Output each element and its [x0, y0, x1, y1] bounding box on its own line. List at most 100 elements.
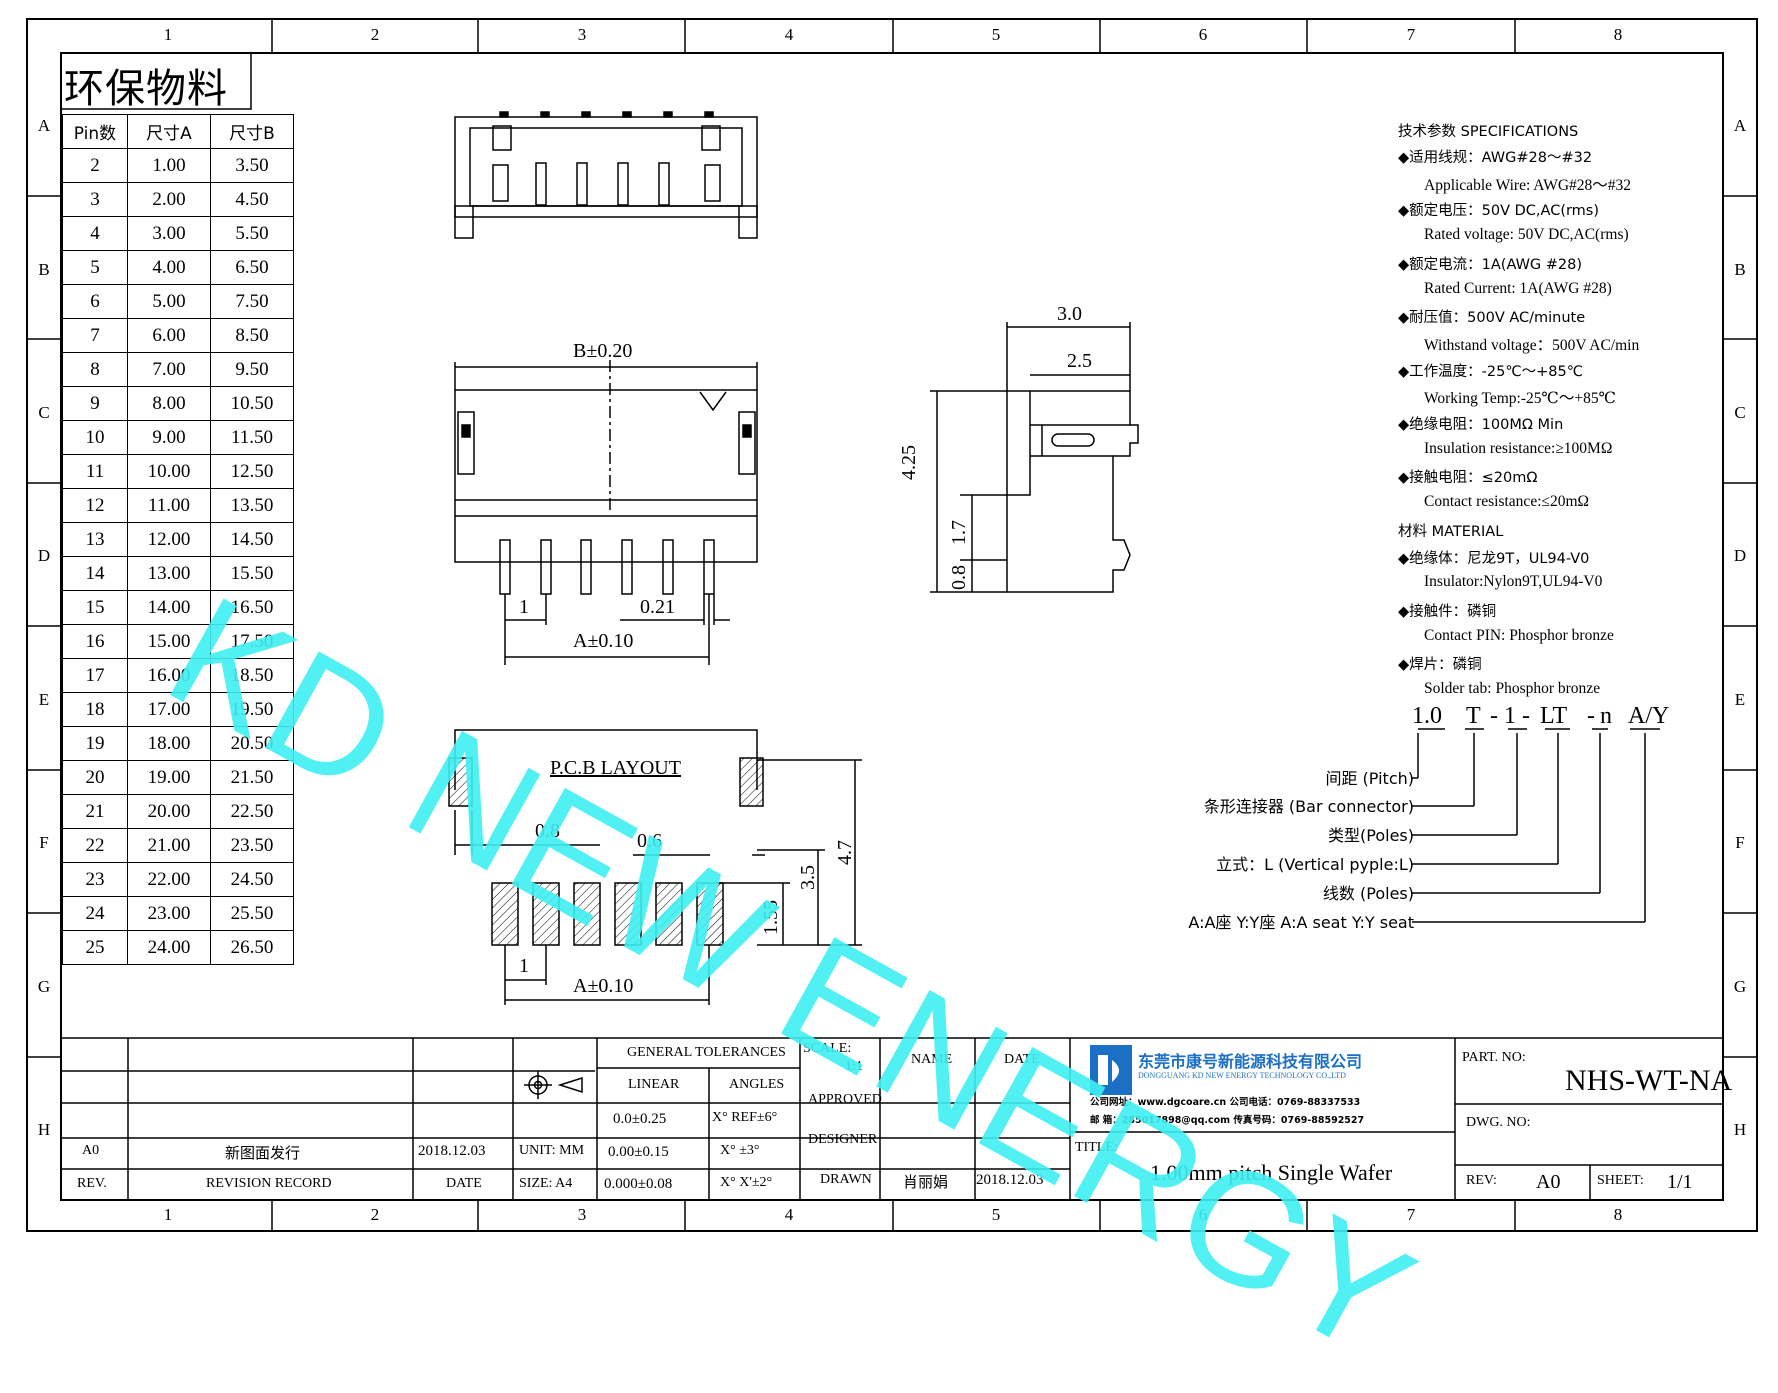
- company-contact-1: 公司网址：www.dgcoare.cn 公司电话：0769-88337533: [1090, 1097, 1361, 1108]
- spec-line: Rated voltage: 50V DC,AC(rms): [1424, 226, 1629, 244]
- dim-b-cell: 24.50: [210, 862, 294, 897]
- dim-a-cell: 12.00: [127, 522, 211, 557]
- dim-a-cell: 23.00: [127, 896, 211, 931]
- zone-row-a-left: A: [37, 116, 51, 135]
- dim-a-cell: 16.00: [127, 658, 211, 693]
- drawn-label: DRAWN: [820, 1172, 872, 1187]
- rev-label: REV.: [77, 1176, 107, 1191]
- side-dim-1-7: 1.7: [948, 520, 970, 545]
- part-code-segment: -: [1490, 703, 1498, 729]
- part-code-legend-item: 条形连接器 (Bar connector): [1203, 797, 1414, 816]
- tol-angle-3: X° X'±2°: [720, 1175, 773, 1190]
- pcb-dim-a: A±0.10: [573, 975, 634, 997]
- dim-a-cell: 22.00: [127, 862, 211, 897]
- zone-col-8-top: 8: [1613, 25, 1623, 44]
- zone-row-f-right: F: [1735, 833, 1745, 852]
- zone-col-8-bottom: 8: [1613, 1205, 1623, 1224]
- dim-a-cell: 1.00: [127, 148, 211, 183]
- side-dim-3-0: 3.0: [1057, 303, 1082, 325]
- dim-a-cell: 9.00: [127, 420, 211, 455]
- dim-a-cell: 14.00: [127, 590, 211, 625]
- pin-count-cell: 11: [62, 454, 128, 489]
- part-code-segment: A/Y: [1628, 703, 1670, 729]
- drawing-title: 1.00mm pitch Single Wafer: [1150, 1160, 1393, 1185]
- tol-linear-1: 0.0±0.25: [613, 1111, 667, 1127]
- zone-row-e-right: E: [1734, 690, 1746, 709]
- zone-col-3-bottom: 3: [577, 1205, 587, 1224]
- spec-line: ◆绝缘电阻：100MΩ Min: [1398, 417, 1564, 433]
- spec-line: Contact PIN: Phosphor bronze: [1424, 626, 1614, 644]
- row-ticks: [27, 195, 1757, 1058]
- linear-label: LINEAR: [628, 1077, 680, 1092]
- spec-line: ◆接触件：磷铜: [1398, 603, 1497, 620]
- dim-b-cell: 23.50: [210, 828, 294, 863]
- dim-b-cell: 19.50: [210, 692, 294, 727]
- part-code-leaders: [1412, 728, 1660, 923]
- unit: UNIT: MM: [519, 1143, 585, 1158]
- pin-count-header: Pin数: [62, 114, 128, 149]
- drawing-sheet: 1 2 3 4 5 6 7 8 1 2 3 4 5 6 7 8 A B C D …: [26, 18, 1758, 1390]
- pin-count-cell: 14: [62, 556, 128, 591]
- dim-a-cell: 5.00: [127, 284, 211, 319]
- part-code-legend-item: 线数 (Poles): [1322, 884, 1414, 903]
- top-view: [454, 111, 758, 239]
- spec-line: Rated Current: 1A(AWG #28): [1424, 279, 1612, 297]
- pin-count-cell: 21: [62, 794, 128, 829]
- pin-count-cell: 2: [62, 148, 128, 183]
- dim-a-cell: 10.00: [127, 454, 211, 489]
- spec-line: ◆绝缘体：尼龙9T，UL94-V0: [1398, 550, 1590, 567]
- pin-count-cell: 23: [62, 862, 128, 897]
- dim-a-cell: 11.00: [127, 488, 211, 523]
- rev-code: A0: [82, 1143, 100, 1158]
- dim-a-cell: 3.00: [127, 216, 211, 251]
- dim-b-cell: 21.50: [210, 760, 294, 795]
- dim-b-cell: 22.50: [210, 794, 294, 829]
- dim-b-cell: 20.50: [210, 726, 294, 761]
- dim-a-cell: 24.00: [127, 930, 211, 965]
- zone-col-3-top: 3: [577, 25, 587, 44]
- date-col-label: DATE: [1004, 1052, 1040, 1067]
- company-name-en: DONGGUANG KD NEW ENERGY TECHNOLOGY CO.,L…: [1138, 1071, 1346, 1080]
- spec-line: Contact resistance:≤20mΩ: [1424, 493, 1590, 511]
- spec-line: ◆耐压值：500V AC/minute: [1398, 310, 1586, 327]
- drawing-canvas: [26, 18, 1758, 1232]
- dim-b-cell: 7.50: [210, 284, 294, 319]
- projection-symbol-icon: [524, 1071, 583, 1099]
- dim-b-cell: 16.50: [210, 590, 294, 625]
- pin-count-cell: 8: [62, 352, 128, 387]
- pin-count-cell: 10: [62, 420, 128, 455]
- dim-b-cell: 8.50: [210, 318, 294, 353]
- zone-row-g-left: G: [37, 977, 51, 996]
- part-code-segment: -: [1522, 703, 1530, 729]
- general-tolerances: GENERAL TOLERANCES: [627, 1045, 786, 1060]
- rev-record: 新图面发行: [225, 1144, 301, 1162]
- zone-col-1-top: 1: [163, 25, 173, 44]
- front-view: [454, 360, 758, 665]
- part-no-label: PART. NO:: [1462, 1050, 1526, 1065]
- pin-count-cell: 13: [62, 522, 128, 557]
- pin-count-cell: 16: [62, 624, 128, 659]
- zone-row-f-left: F: [39, 833, 49, 852]
- rev-no-label: REV:: [1466, 1173, 1497, 1188]
- dim-a-cell: 17.00: [127, 692, 211, 727]
- date-label: DATE: [446, 1176, 482, 1191]
- zone-col-6-top: 6: [1198, 25, 1208, 44]
- tol-linear-2: 0.00±0.15: [608, 1144, 669, 1160]
- spec-line: ◆额定电流：1A(AWG #28): [1398, 256, 1583, 273]
- pin-count-cell: 19: [62, 726, 128, 761]
- size: SIZE: A4: [519, 1176, 573, 1191]
- pin-count-cell: 22: [62, 828, 128, 863]
- front-dim-a: A±0.10: [573, 630, 634, 652]
